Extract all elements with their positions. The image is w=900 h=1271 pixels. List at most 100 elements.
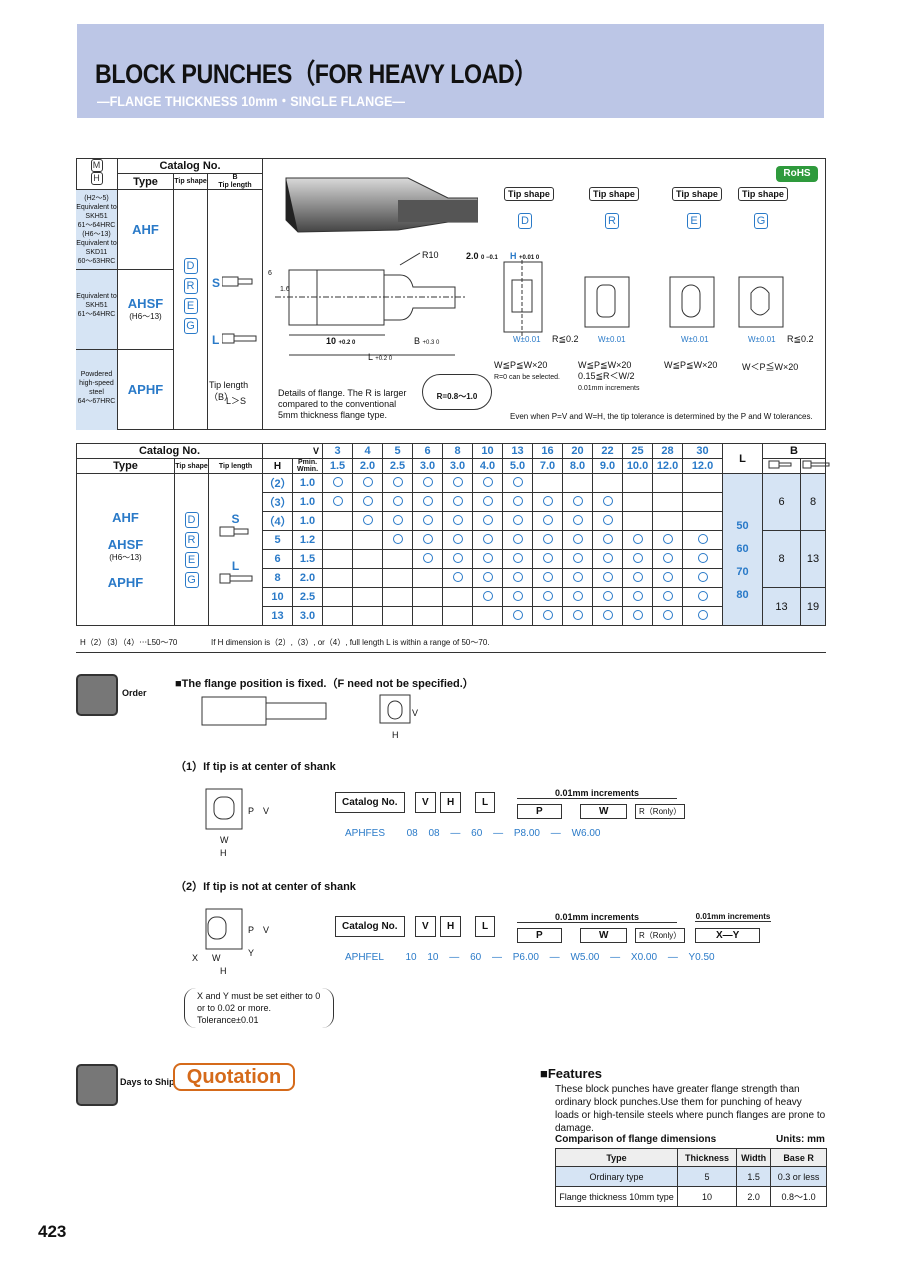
tip-letter-r: R (605, 213, 619, 229)
mt-w-val: 1.0 (292, 511, 324, 531)
mt-wmin-heading: Pmin.Wmin. (292, 458, 324, 474)
mt-avail-cell (352, 473, 384, 493)
case1-w: W (220, 835, 229, 845)
mt-avail-cell (682, 568, 724, 588)
mt-v-val: 20 (562, 443, 594, 459)
order-v-dim: V (412, 708, 419, 718)
mt-avail-cell (502, 473, 534, 493)
shape-d-icon: D (183, 258, 198, 274)
available-mark-icon (452, 571, 463, 582)
available-mark-icon (422, 533, 433, 544)
tip-shape-label-r: Tip shape (589, 187, 639, 201)
mt-avail-cell (352, 606, 384, 626)
mt-avail-cell (352, 549, 384, 569)
available-mark-icon (422, 552, 433, 563)
mt-avail-cell (382, 530, 414, 550)
available-mark-icon (422, 514, 433, 525)
mt-avail-cell (382, 568, 414, 588)
mt-avail-cell (562, 587, 594, 607)
example-1: APHFES 08 08 — 60 — P8.00 — W6.00 (345, 828, 601, 839)
mt-avail-cell (352, 568, 384, 588)
mt-type-heading: Type (76, 458, 175, 474)
mt-l-icon (219, 573, 252, 583)
case-1-drawing (205, 788, 243, 830)
days-to-ship-label: Days to Ship (120, 1077, 175, 1087)
mt-avail-cell (562, 549, 594, 569)
available-mark-icon (602, 495, 613, 506)
material-aphf: Powdered high-speed steel 64～67HRC (76, 350, 118, 430)
mt-avail-cell (382, 511, 414, 531)
catalog-no-heading: Catalog No. (118, 158, 262, 174)
mt-avail-cell (592, 473, 624, 493)
mt-type-aphf: APHF (107, 574, 144, 590)
cond-e: W≦P≦W×20 (664, 360, 718, 370)
dim-r10: R10 (422, 250, 439, 260)
available-mark-icon (452, 533, 463, 544)
mt-w-val: 1.5 (292, 549, 324, 569)
rohs-badge: RoHS (776, 166, 818, 182)
available-mark-icon (392, 476, 403, 487)
cmp-col: Type (555, 1148, 678, 1167)
mt-avail-cell (412, 511, 444, 531)
available-mark-icon (572, 495, 583, 506)
features-title: ■Features (540, 1066, 603, 1081)
available-mark-icon (362, 476, 373, 487)
available-mark-icon (452, 552, 463, 563)
mt-note-2: If H dimension is（2）,（3）, or（4）, full le… (211, 638, 490, 647)
mt-avail-cell (562, 530, 594, 550)
features-text: These block punches have greater flange … (555, 1084, 826, 1134)
mt-avail-cell (502, 568, 534, 588)
mt-avail-cell (412, 549, 444, 569)
mt-avail-cell (412, 492, 444, 512)
mt-avail-cell (322, 530, 354, 550)
cmp-cell: 0.8～1.0 (770, 1186, 827, 1207)
type-ahsf: AHSF (127, 296, 164, 311)
mt-avail-cell (442, 606, 474, 626)
mt-avail-cell (382, 492, 414, 512)
order-label: Order (122, 688, 147, 698)
mt-avail-cell (622, 473, 654, 493)
mt-b-heading: B (762, 443, 826, 459)
oc1-incr: 0.01mm increments (517, 788, 677, 799)
truck-icon (76, 1064, 118, 1106)
oc2-r: R（Ronly） (635, 928, 686, 943)
mt-avail-cell (352, 530, 384, 550)
type-ahsf-sub: (H6～13) (129, 312, 162, 321)
type-ahf: AHF (118, 190, 174, 270)
mt-h-val: 10 (262, 587, 294, 607)
type-ahsf-cell: AHSF (H6～13) (118, 270, 174, 350)
mt-b-s-icon (762, 458, 802, 474)
oc2-l: L (475, 916, 496, 937)
mt-avail-cell (502, 530, 534, 550)
available-mark-icon (422, 495, 433, 506)
oc1-w: W (580, 804, 628, 819)
mt-avail-cell (532, 492, 564, 512)
mt-avail-cell (442, 549, 474, 569)
mt-avail-cell (592, 530, 624, 550)
dim-6: 6 (268, 270, 272, 277)
dim-l: L +0.2 0 (368, 352, 393, 362)
mt-pmin-val: 2.0 (352, 458, 384, 474)
oc1-p: P (517, 804, 562, 819)
mt-v-val: 25 (622, 443, 654, 459)
mt-pmin-val: 8.0 (562, 458, 594, 474)
available-mark-icon (572, 552, 583, 563)
available-mark-icon (362, 514, 373, 525)
mt-shape-icon: G (184, 571, 199, 588)
mt-avail-cell (322, 587, 354, 607)
tip-r-drawing (584, 276, 630, 328)
mt-avail-cell (382, 606, 414, 626)
phone-icon (76, 674, 118, 716)
mt-avail-cell (652, 587, 684, 607)
mt-shape-icon: D (184, 511, 199, 528)
mt-v-val: 6 (412, 443, 444, 459)
mt-tip-length-heading: Tip length (207, 458, 264, 474)
mt-avail-cell (322, 568, 354, 588)
dim-b: B +0.3 0 (414, 336, 440, 346)
available-mark-icon (362, 495, 373, 506)
type-heading: Type (118, 174, 174, 190)
